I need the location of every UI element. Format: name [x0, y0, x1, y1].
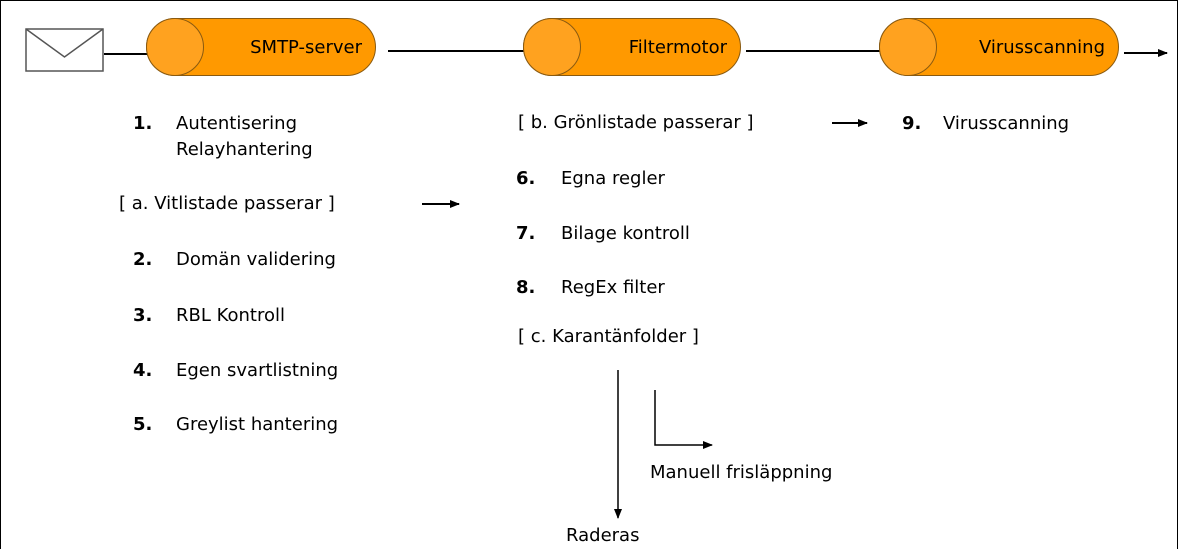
step-regex-filter: RegEx filter [561, 277, 665, 298]
step-number: 8. [516, 277, 536, 298]
smtp-server-node: SMTP-server [146, 18, 376, 76]
step-greylist-handling: Greylist hantering [176, 414, 339, 435]
step-own-rules: Egna regler [561, 168, 665, 189]
virus-scan-label: Virusscanning [978, 36, 1105, 58]
step-own-blacklist: Egen svartlistning [176, 360, 339, 381]
outcome-deleted: Raderas [566, 525, 640, 546]
step-quarantine-folder: [ c. Karantänfolder ] [518, 326, 699, 347]
filter-engine-node: Filtermotor [523, 18, 741, 76]
outcome-manual-release: Manuell frisläppning [650, 462, 833, 483]
step-whitelist-pass: [ a. Vitlistade passerar ] [119, 193, 335, 214]
step-number: 1. [133, 113, 153, 134]
virus-scan-node: Virusscanning [879, 18, 1119, 76]
step-number: 6. [516, 168, 536, 189]
step-authentication: Autentisering [176, 113, 298, 134]
step-greenlist-pass: [ b. Grönlistade passerar ] [518, 112, 754, 133]
step-number: 3. [133, 305, 153, 326]
envelope-icon [25, 28, 104, 72]
smtp-server-cap [146, 18, 204, 76]
step-relay-handling: Relayhantering [176, 139, 313, 160]
step-number: 4. [133, 360, 153, 381]
step-number: 5. [133, 414, 153, 435]
frame-top-border [0, 0, 1178, 1]
step-virus-scanning: Virusscanning [943, 113, 1070, 134]
step-number: 7. [516, 223, 536, 244]
step-attachment-check: Bilage kontroll [561, 223, 690, 244]
filter-engine-label: Filtermotor [628, 36, 727, 58]
step-number: 9. [902, 113, 922, 134]
step-domain-validation: Domän validering [176, 249, 336, 270]
virus-scan-cap [879, 18, 937, 76]
step-number: 2. [133, 249, 153, 270]
filter-engine-cap [523, 18, 581, 76]
step-rbl-check: RBL Kontroll [176, 305, 286, 326]
arrow-to-release [654, 390, 713, 449]
smtp-server-label: SMTP-server [250, 36, 362, 58]
frame-left-border [0, 0, 1, 549]
